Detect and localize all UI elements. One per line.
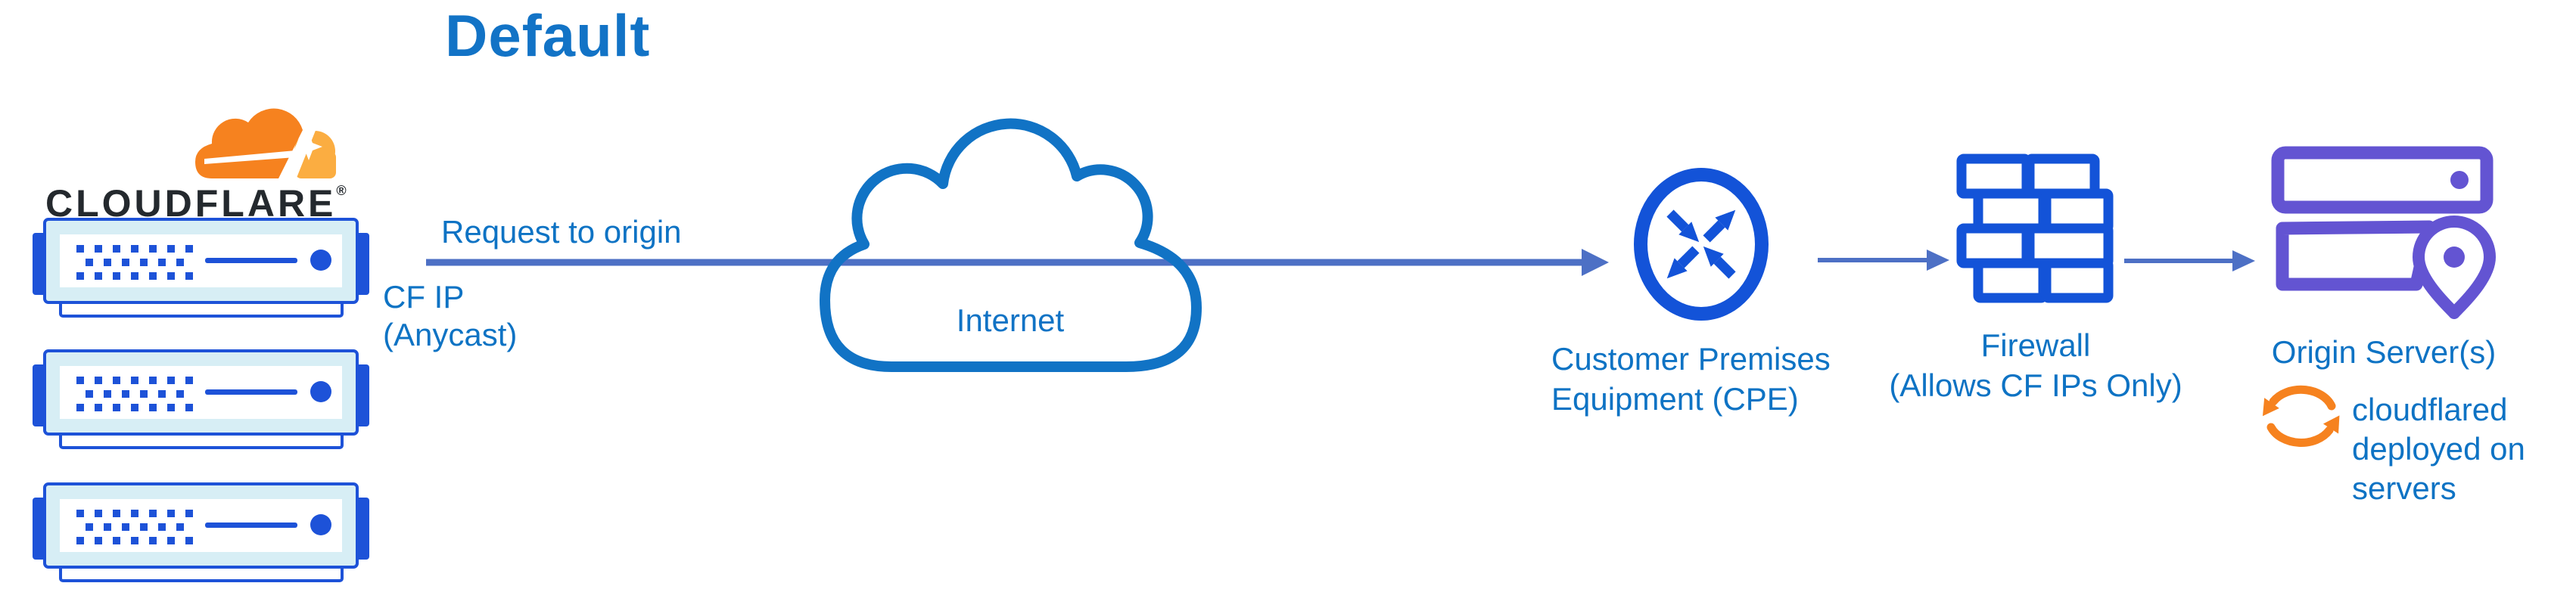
cpe-label: Customer Premises Equipment (CPE)	[1551, 341, 1831, 417]
cloudflared-note-label: cloudflared deployed on servers	[2352, 392, 2525, 506]
cloudflare-wordmark: CLOUDFLARE®	[45, 182, 347, 225]
request-to-origin-label: Request to origin	[441, 214, 682, 250]
firewall-icon	[1956, 154, 2114, 303]
origin-server-icon	[2271, 146, 2496, 319]
internet-cloud-icon	[820, 118, 1202, 372]
cf-ip-anycast-label: CF IP (Anycast)	[383, 279, 518, 352]
cpe-router-icon	[1634, 168, 1769, 321]
firewall-label-line2: (Allows CF IPs Only)	[1889, 367, 2182, 403]
location-pin-icon	[2413, 216, 2496, 319]
firewall-label: Firewall (Allows CF IPs Only)	[1839, 325, 2232, 405]
firewall-label-line1: Firewall	[1980, 327, 2091, 363]
internet-label: Internet	[956, 302, 1065, 338]
sync-icon	[2262, 385, 2340, 447]
page-title: Default	[445, 2, 651, 69]
registered-mark: ®	[336, 183, 347, 198]
cloudflare-logo-icon	[195, 108, 336, 181]
origin-servers-label: Origin Server(s)	[2271, 334, 2497, 370]
